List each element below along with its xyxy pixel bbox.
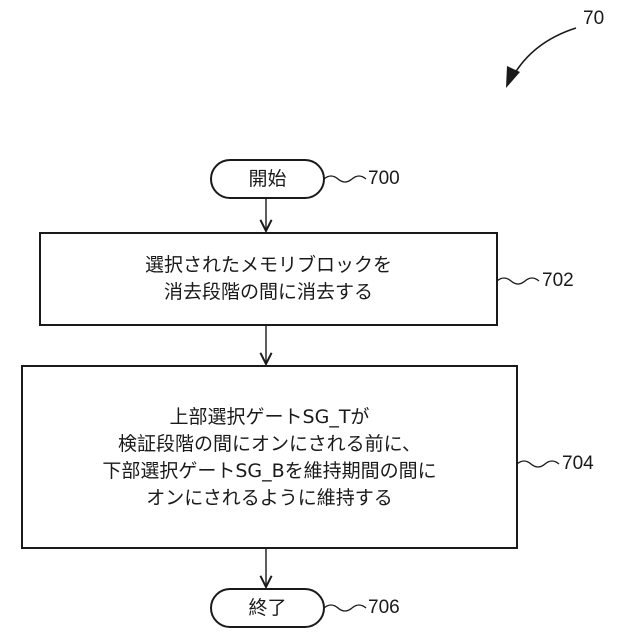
- step-704-line-2: 検証段階の間にオンにされる前に、: [22, 431, 517, 458]
- start-label-line: 開始: [211, 166, 324, 193]
- ref-leader-700: [324, 176, 366, 182]
- step-704-line-4: オンにされるように維持する: [22, 485, 517, 512]
- step-704-line-1: 上部選択ゲートSG_Tが: [22, 404, 517, 431]
- end-label: 終了: [211, 595, 324, 622]
- step-704-line-3: 下部選択ゲートSG_Bを維持期間の間に: [22, 458, 517, 485]
- start-label: 開始: [211, 166, 324, 193]
- ref-number-702: 702: [542, 270, 574, 292]
- end-label-line: 終了: [211, 595, 324, 622]
- ref-leader-704: [517, 461, 559, 467]
- step-704-text: 上部選択ゲートSG_Tが 検証段階の間にオンにされる前に、 下部選択ゲートSG_…: [22, 404, 517, 512]
- ref-leader-706: [324, 605, 366, 611]
- ref-number-700: 700: [368, 168, 400, 190]
- figure-ref-label: 70: [583, 8, 604, 30]
- figure-ref-arrow: [512, 28, 576, 78]
- ref-leader-702: [497, 278, 539, 284]
- ref-number-706: 706: [368, 597, 400, 619]
- step-702-line-1: 選択されたメモリブロックを: [40, 252, 497, 279]
- step-702-text: 選択されたメモリブロックを 消去段階の間に消去する: [40, 252, 497, 306]
- ref-number-704: 704: [562, 453, 594, 475]
- step-702-line-2: 消去段階の間に消去する: [40, 279, 497, 306]
